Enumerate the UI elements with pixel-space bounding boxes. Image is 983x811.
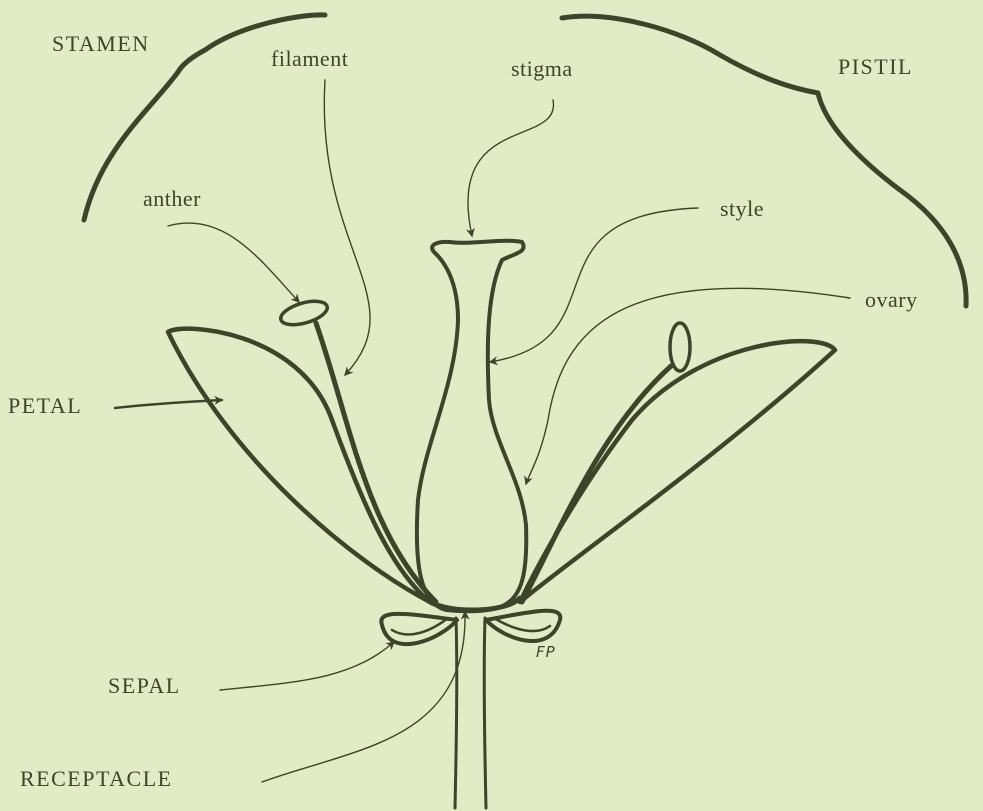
anther-label: anther — [143, 187, 201, 211]
receptacle-label: RECEPTACLE — [20, 767, 173, 791]
pistil-outline — [417, 241, 526, 612]
pistil-label: PISTIL — [838, 55, 913, 79]
ovary-leader — [526, 288, 850, 484]
stamen-label: STAMEN — [52, 32, 150, 56]
filament-leader — [324, 80, 370, 375]
petal-label: PETAL — [8, 394, 82, 418]
sepal-label: SEPAL — [108, 674, 181, 698]
style-label: style — [720, 197, 764, 221]
sepal-right-inner — [494, 618, 550, 631]
left-anther — [278, 297, 330, 329]
receptacle-base — [425, 598, 520, 610]
style-leader — [490, 208, 698, 362]
petal-leader — [115, 400, 222, 408]
petal-right — [520, 341, 835, 602]
filament-label: filament — [271, 47, 348, 71]
stigma-label: stigma — [511, 57, 573, 81]
anther-leader — [168, 223, 299, 302]
sepal-leader — [220, 642, 394, 690]
ovary-label: ovary — [865, 288, 918, 312]
stem-left — [455, 618, 457, 808]
petal-left — [168, 329, 430, 602]
fp-mark: FP — [536, 640, 556, 664]
stem-right — [484, 618, 486, 808]
stigma-leader — [468, 100, 554, 236]
right-anther — [670, 323, 690, 371]
